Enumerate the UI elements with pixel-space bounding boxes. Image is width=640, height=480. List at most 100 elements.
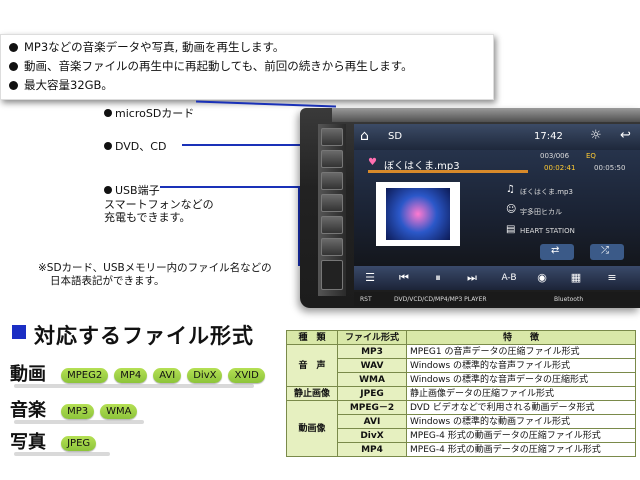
- format-badge: DivX: [187, 367, 223, 383]
- description-cell: MPEG1 の音声データの圧縮ファイル形式: [406, 344, 636, 359]
- filename-note: ※SDカード、USBメモリー内のファイル名などの 日本語表記ができます。: [38, 262, 272, 287]
- grid-icon[interactable]: ▦: [570, 271, 582, 284]
- format-cell: MP4: [337, 442, 407, 457]
- bullet-icon: [104, 142, 112, 150]
- repeat-icon: ⇄: [551, 245, 560, 256]
- format-badge: MP4: [114, 367, 148, 383]
- album-icon: ▤: [506, 224, 516, 235]
- table-row: MP4 MPEG-4 形式の動画データの圧縮ファイル形式: [287, 442, 636, 457]
- usb-desc: スマートフォンなどの: [104, 198, 214, 211]
- equalizer-icon[interactable]: ≡: [607, 271, 617, 284]
- column-header: 種 類: [286, 330, 338, 345]
- disc-slot: [332, 108, 640, 122]
- side-button[interactable]: [321, 238, 343, 256]
- meta-artist: 宇多田ヒカル: [520, 208, 562, 216]
- elapsed-time: 00:02:41: [544, 164, 576, 172]
- column-header: 特 徴: [406, 330, 636, 345]
- feature-line: 動画、音楽ファイルの再生中に再起動しても、前回の続きから再生します。: [9, 60, 413, 73]
- description-cell: DVD ビデオなどで利用される動画データ形式: [406, 400, 636, 415]
- disc-icon[interactable]: ◉: [537, 271, 547, 284]
- brightness-icon[interactable]: ☼: [590, 128, 602, 143]
- feature-line: MP3などの音楽データや写真, 動画を再生します。: [9, 41, 284, 54]
- eq-label[interactable]: EQ: [586, 152, 596, 160]
- bullet-icon: [104, 186, 112, 194]
- row-shadow: [14, 384, 254, 388]
- side-button[interactable]: [321, 172, 343, 190]
- disc-label: DVD、CD: [104, 138, 166, 154]
- next-icon[interactable]: ⏭: [467, 271, 477, 284]
- pause-icon[interactable]: ⏸: [435, 271, 441, 284]
- format-cell: AVI: [337, 414, 407, 429]
- description-cell: Windows の標準的な動画ファイル形式: [406, 414, 636, 429]
- home-icon[interactable]: ⌂: [360, 128, 369, 144]
- track-index: 003/006: [540, 152, 570, 160]
- format-badge: MPEG2: [61, 367, 109, 383]
- usb-label: USB端子: [104, 182, 160, 198]
- source-label: SD: [388, 131, 403, 142]
- back-icon[interactable]: ↩: [620, 128, 631, 143]
- side-button[interactable]: [321, 216, 343, 234]
- control-bar: ☰ ⏮ ⏸ ⏭ A-B ◉ ▦ ≡: [354, 266, 640, 290]
- meta-title: ぼくはくま.mp3: [520, 188, 573, 196]
- format-cell: WAV: [337, 358, 407, 373]
- previous-icon[interactable]: ⏮: [399, 271, 409, 284]
- bullet-icon: [9, 43, 18, 52]
- table-row: 動画像 MPEG－2 DVD ビデオなどで利用される動画データ形式: [286, 400, 636, 457]
- playlist-icon[interactable]: ☰: [365, 271, 375, 284]
- microsd-label: microSDカード: [104, 105, 194, 121]
- file-format-table: 種 類 ファイル形式 特 徴 音 声 MP3 MPEG1 の音声データの圧縮ファ…: [286, 330, 636, 457]
- microsd-pointer: [196, 100, 336, 108]
- table-header-row: 種 類 ファイル形式 特 徴: [286, 330, 636, 345]
- category-label: 音楽: [10, 400, 46, 421]
- format-badge: WMA: [100, 403, 138, 419]
- progress-bar[interactable]: [368, 170, 528, 173]
- formats-title: 対応するファイル形式: [34, 324, 254, 348]
- format-cell: WMA: [337, 372, 407, 387]
- section-marker: [12, 325, 26, 339]
- side-button-panel: [318, 124, 346, 296]
- track-title: ぼくはくま.mp3: [384, 161, 460, 172]
- usb-port: [321, 260, 343, 290]
- column-header: ファイル形式: [337, 330, 407, 345]
- format-row-photo: 写真 JPEG: [10, 428, 102, 454]
- row-shadow: [14, 452, 110, 456]
- favorite-icon[interactable]: ♥: [368, 157, 377, 168]
- side-button[interactable]: [321, 150, 343, 168]
- artist-icon: ☺: [506, 204, 517, 215]
- ab-repeat-button[interactable]: A-B: [501, 273, 517, 283]
- feature-info-box: MP3などの音楽データや写真, 動画を再生します。 動画、音楽ファイルの再生中に…: [0, 34, 494, 100]
- type-cell: 動画像: [286, 400, 338, 457]
- player-label: DVD/VCD/CD/MP4/MP3 PLAYER: [394, 296, 487, 303]
- shuffle-button[interactable]: ⤮: [590, 244, 624, 260]
- side-button[interactable]: [321, 194, 343, 212]
- bullet-icon: [9, 62, 18, 71]
- device-screen: ⌂ SD 17:42 ☼ ↩ ♥ ぼくはくま.mp3 003/006 EQ 00…: [354, 124, 640, 290]
- description-cell: MPEG-4 形式の動画データの圧縮ファイル形式: [406, 442, 636, 457]
- format-cell: DivX: [337, 428, 407, 443]
- table-row: 音 声 MP3 MPEG1 の音声データの圧縮ファイル形式: [286, 344, 636, 387]
- usb-pointer-vertical: [298, 186, 300, 266]
- table-row: 静止画像 JPEG 静止画像データの圧縮ファイル形式: [286, 386, 636, 401]
- format-cell: MP3: [337, 344, 407, 359]
- table-row: AVI Windows の標準的な動画ファイル形式: [287, 414, 636, 429]
- description-cell: Windows の標準的な音声ファイル形式: [406, 358, 636, 373]
- bullet-icon: [9, 81, 18, 90]
- category-label: 写真: [10, 432, 46, 453]
- music-note-icon: ♫: [506, 184, 515, 195]
- format-badge: JPEG: [61, 435, 97, 451]
- feature-line: 最大容量32GB。: [9, 79, 113, 92]
- total-time: 00:05:50: [594, 164, 626, 172]
- side-button[interactable]: [321, 128, 343, 146]
- format-badge: AVI: [153, 367, 182, 383]
- format-cell: MPEG－2: [337, 400, 407, 415]
- description-cell: Windows の標準的な音声データの圧縮形式: [406, 372, 636, 387]
- table-row: WMA Windows の標準的な音声データの圧縮形式: [287, 372, 636, 387]
- bluetooth-label: Bluetooth: [554, 296, 584, 303]
- album-art: [376, 182, 460, 246]
- bullet-icon: [104, 109, 112, 117]
- usb-desc: 充電もできます。: [104, 211, 191, 224]
- disc-pointer: [182, 144, 336, 146]
- repeat-button[interactable]: ⇄: [540, 244, 574, 260]
